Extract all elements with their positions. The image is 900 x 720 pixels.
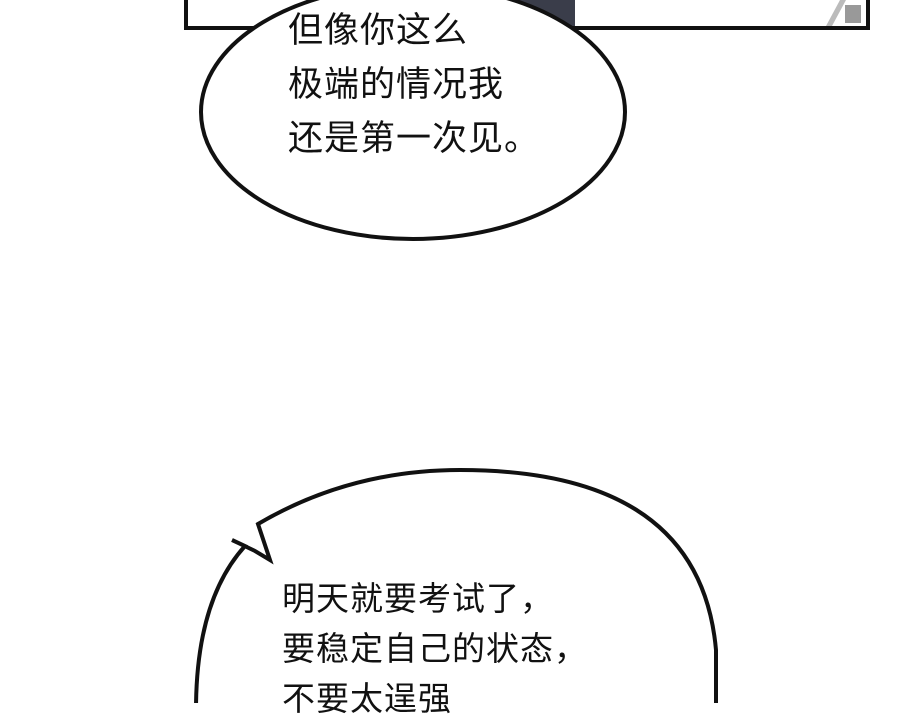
- bubble-bottom-line-2: 要稳定自己的状态，: [282, 629, 588, 668]
- bubble-top-line-2: 极端的情况我: [288, 65, 505, 105]
- bubble-bottom-line-3: 不要太逞强: [282, 679, 452, 718]
- bubble-bottom-line-1: 明天就要考试了，: [282, 579, 554, 618]
- bubble-top-line-3: 还是第一次见。: [288, 119, 541, 159]
- bubble-top-line-1: 但像你这么: [288, 11, 469, 51]
- speech-bubble-bottom: [194, 467, 718, 703]
- comic-artwork: [184, 0, 870, 703]
- speech-bubble-top: [199, 0, 627, 241]
